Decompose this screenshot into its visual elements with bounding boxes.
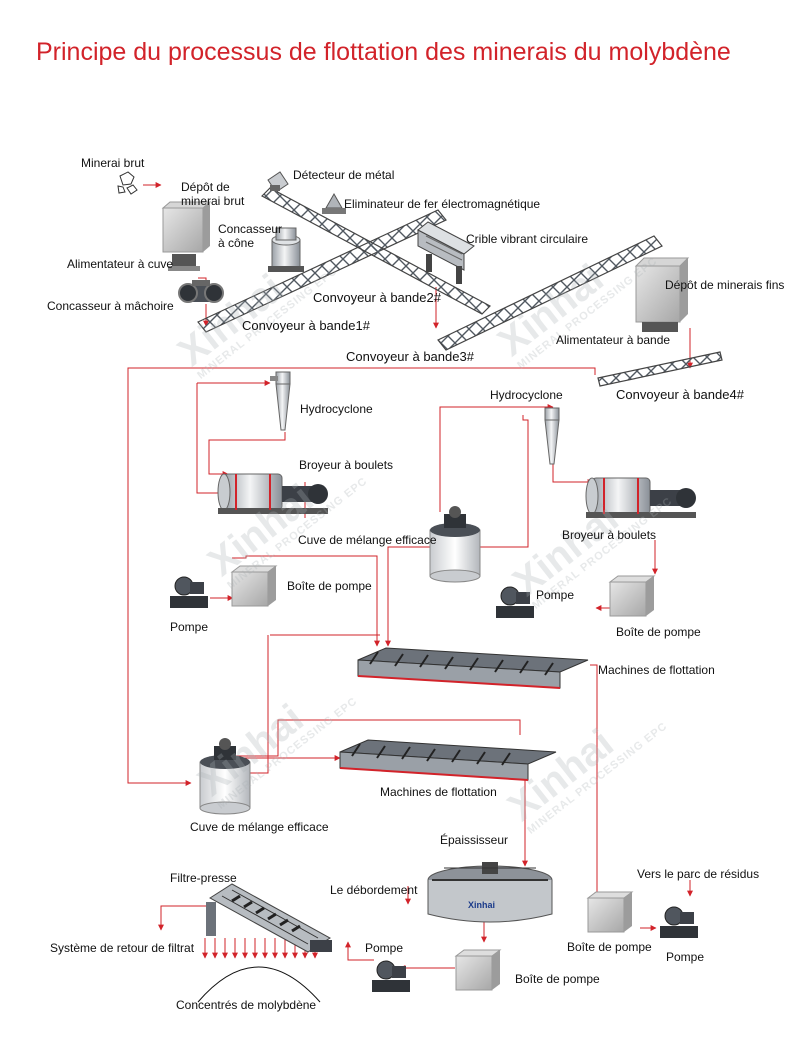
conveyor-belt-3 [437,235,663,351]
flotation-machines-1 [357,647,589,689]
ball-mill-left [217,473,328,514]
label-minerai-brut: Minerai brut [81,156,145,170]
ball-mill-right [585,477,696,518]
pump-box-2 [608,575,656,617]
label-depot-minerais-fins: Dépôt de minerais fins [665,278,785,292]
pump-1 [170,576,208,608]
metal-detector-icon [267,171,289,193]
flow-line [590,664,600,899]
label-boite-pompe-1: Boîte de pompe [287,579,372,593]
label-machines-flottation-2: Machines de flottation [380,785,497,799]
label-concentres: Concentrés de molybdène [176,998,317,1012]
fine-ore-bin [634,257,690,332]
label-concasseur-cone: Concasseur à cône [218,222,283,250]
pump-2 [496,586,534,618]
agitation-tank-2 [199,738,251,815]
label-detecteur-metal: Détecteur de métal [293,168,395,182]
pump-3 [372,960,410,992]
label-broyeur-right: Broyeur à boulets [562,528,657,542]
label-alimentateur-bande: Alimentateur à bande [556,333,671,347]
label-depot-minerai-brut: Dépôt de minerai brut [181,180,245,208]
vibrating-screen [417,221,475,284]
label-pompe-1: Pompe [170,620,209,634]
flow-line [158,905,208,931]
filter-press [206,883,332,953]
pump-box-4 [586,891,634,933]
pump-4 [660,906,698,938]
conveyor-belt-2 [261,187,491,315]
pump-box-3 [454,949,502,991]
flow-line [127,367,596,786]
label-cuve-melange-2: Cuve de mélange efficace [190,820,329,834]
jaw-crusher [178,280,224,303]
label-convoyeur-3: Convoyeur à bande3# [346,349,474,364]
label-debordement: Le débordement [330,883,418,897]
label-hydrocyclone-left: Hydrocyclone [300,402,373,416]
label-convoyeur-2: Convoyeur à bande2# [313,290,441,305]
flow-line [385,415,529,647]
label-cuve-melange-1: Cuve de mélange efficace [298,533,437,547]
label-vers-parc: Vers le parc de résidus [637,867,760,881]
label-alimentateur-cuve: Alimentateur à cuve [67,257,174,271]
raw-ore-bin [161,201,212,271]
cone-crusher [268,227,304,272]
label-boite-pompe-4: Boîte de pompe [567,940,652,954]
flow-line [439,404,554,512]
label-broyeur-left: Broyeur à boulets [299,458,394,472]
label-filtre-presse: Filtre-presse [170,871,237,885]
label-crible-vibrant: Crible vibrant circulaire [466,232,589,246]
label-concasseur-machoire: Concasseur à mâchoire [47,299,174,313]
label-pompe-3: Pompe [365,941,404,955]
concentrate-pile [197,966,321,1003]
agitation-tank-1 [429,506,481,583]
label-eliminateur-fer: Eliminateur de fer électromagnétique [344,197,541,211]
hydrocyclone-left [270,371,291,431]
flow-line [232,555,380,647]
thickener-brand: Xinhai [468,900,495,910]
label-convoyeur-4: Convoyeur à bande4# [616,387,744,402]
label-boite-pompe-2: Boîte de pompe [616,625,701,639]
label-epaississeur: Épaississeur [440,833,509,847]
raw-ore-icon [117,171,138,195]
label-boite-pompe-3: Boîte de pompe [515,972,600,986]
flow-line [552,445,594,485]
flow-line [196,383,225,494]
iron-remover-icon [322,192,346,214]
hydrocyclone-right [544,407,560,465]
thickener [427,862,553,923]
label-hydrocyclone-right: Hydrocyclone [490,388,563,402]
label-pompe-4: Pompe [666,950,705,964]
flow-line [208,432,286,477]
flotation-machines-2 [339,739,557,781]
label-machines-flottation-1: Machines de flottation [598,663,715,677]
page-title: Principe du processus de flottation des … [36,38,731,66]
conveyor-belt-4 [597,351,723,387]
pump-box-1 [230,565,278,607]
flow-line [345,941,374,961]
label-pompe-2: Pompe [536,588,575,602]
flow-line [213,719,521,759]
label-retour-filtrat: Système de retour de filtrat [50,941,195,955]
label-convoyeur-1: Convoyeur à bande1# [242,318,370,333]
